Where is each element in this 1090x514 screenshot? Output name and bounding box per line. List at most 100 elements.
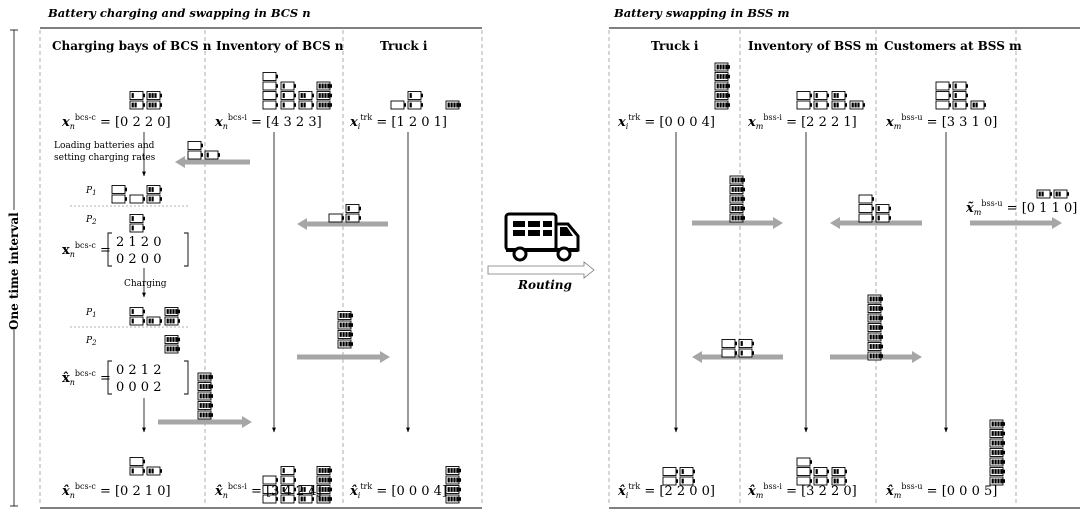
- battery-icon: [280, 81, 296, 91]
- battery-icon: [146, 466, 162, 476]
- battery-icon: [407, 100, 423, 110]
- battery-icon: [721, 339, 737, 348]
- battery-icon: [989, 467, 1005, 476]
- eq-trk2-bottom: x̂itrk = [2 2 0 0]: [617, 482, 715, 500]
- battery-icon: [129, 100, 145, 110]
- battery-icon: [390, 100, 406, 110]
- battery-icon: [1053, 189, 1069, 199]
- battery-icon: [662, 467, 678, 476]
- battery-icon: [858, 204, 874, 213]
- battery-icon: [935, 91, 951, 100]
- time-interval-axis: One time interval: [7, 29, 21, 507]
- battery-icon: [796, 467, 812, 476]
- battery-icon: [129, 316, 145, 326]
- eq-bcs-i-bottom: x̂nbcs-i = [3 4 2 4]: [214, 482, 322, 500]
- battery-icon: [298, 100, 314, 110]
- svg-text:P2: P2: [85, 336, 97, 347]
- truck-icon: [504, 212, 580, 262]
- battery-icon: [867, 294, 883, 304]
- battery-icon: [146, 185, 162, 194]
- transfer-arrow: [297, 351, 390, 363]
- battery-icon: [316, 100, 332, 110]
- battery-icon: [146, 316, 162, 326]
- battery-icon: [858, 194, 874, 204]
- battery-icon: [935, 81, 951, 91]
- battery-icon: [129, 457, 145, 466]
- battery-icon: [187, 141, 203, 150]
- transfer-arrow: [830, 217, 922, 229]
- battery-icon: [714, 91, 730, 100]
- battery-icon: [316, 494, 332, 504]
- battery-icon: [280, 466, 296, 475]
- battery-icon: [262, 81, 278, 91]
- battery-icon: [337, 339, 353, 349]
- battery-icon: [989, 438, 1005, 448]
- battery-icon: [813, 467, 829, 476]
- transfer-arrow: [970, 217, 1062, 229]
- battery-icon: [813, 476, 829, 486]
- battery-icon: [867, 332, 883, 342]
- battery-icon: [146, 91, 162, 100]
- battery-icon: [187, 150, 203, 160]
- battery-icon: [867, 342, 883, 351]
- battery-icon: [714, 81, 730, 91]
- routing-arrow: [487, 261, 595, 279]
- battery-icon: [796, 457, 812, 467]
- battery-icon: [831, 91, 847, 100]
- battery-icon: [662, 476, 678, 486]
- battery-icon: [337, 320, 353, 330]
- battery-icon: [729, 175, 745, 185]
- battery-icon: [679, 476, 695, 486]
- loading-label-2: setting charging rates: [54, 153, 156, 163]
- svg-text:P2: P2: [85, 215, 97, 226]
- time-interval-label: One time interval: [7, 212, 21, 330]
- battery-icon: [316, 466, 332, 475]
- battery-icons: [111, 62, 1069, 504]
- header-charging-bays: Charging bays of BCS n: [52, 39, 212, 53]
- battery-icon: [111, 185, 127, 194]
- battery-icon: [280, 485, 296, 494]
- svg-text:P1: P1: [85, 186, 97, 197]
- battery-icon: [129, 466, 145, 476]
- battery-icon: [262, 494, 278, 504]
- battery-icon: [146, 194, 162, 204]
- battery-icon: [867, 304, 883, 313]
- column-dividers: [39, 30, 1017, 506]
- eq-bss-i-bottom: x̂mbss-i = [3 2 2 0]: [747, 482, 857, 500]
- battery-icon: [831, 467, 847, 476]
- battery-icon: [796, 100, 812, 110]
- svg-text:0 0 0 2: 0 0 0 2: [116, 380, 161, 395]
- eq-trk-top: xitrk = [1 2 0 1]: [349, 113, 447, 131]
- priority-labels: P1 P2 P1 P2: [85, 186, 97, 347]
- battery-icon: [952, 100, 968, 110]
- battery-icon: [989, 457, 1005, 467]
- battery-icon: [280, 91, 296, 100]
- battery-icon: [679, 467, 695, 476]
- battery-icon: [445, 485, 461, 494]
- equations: xnbcs-c = [0 2 2 0]xnbcs-i = [4 3 2 3]xi…: [61, 113, 1077, 500]
- battery-icon: [813, 91, 829, 100]
- transfer-arrow: [692, 351, 783, 363]
- battery-icon: [796, 91, 812, 100]
- battery-icon: [867, 351, 883, 361]
- transfer-arrow: [158, 416, 252, 428]
- svg-text:P1: P1: [85, 308, 97, 319]
- eq-trk-bottom: x̂itrk = [0 0 0 4]: [349, 482, 447, 500]
- battery-icon: [129, 91, 145, 100]
- header-customers-bss: Customers at BSS m: [884, 39, 1022, 53]
- left-panel-frame: [40, 27, 1080, 509]
- battery-icon: [721, 348, 737, 358]
- battery-icon: [729, 194, 745, 204]
- battery-icon: [280, 475, 296, 485]
- battery-icon: [849, 100, 865, 110]
- battery-icon: [262, 485, 278, 494]
- battery-icon: [129, 194, 145, 204]
- battery-icon: [298, 485, 314, 494]
- battery-icon: [796, 476, 812, 486]
- battery-icon: [714, 100, 730, 110]
- battery-icon: [738, 339, 754, 348]
- battery-icon: [831, 476, 847, 486]
- battery-icon: [345, 213, 361, 223]
- battery-icon: [197, 391, 213, 401]
